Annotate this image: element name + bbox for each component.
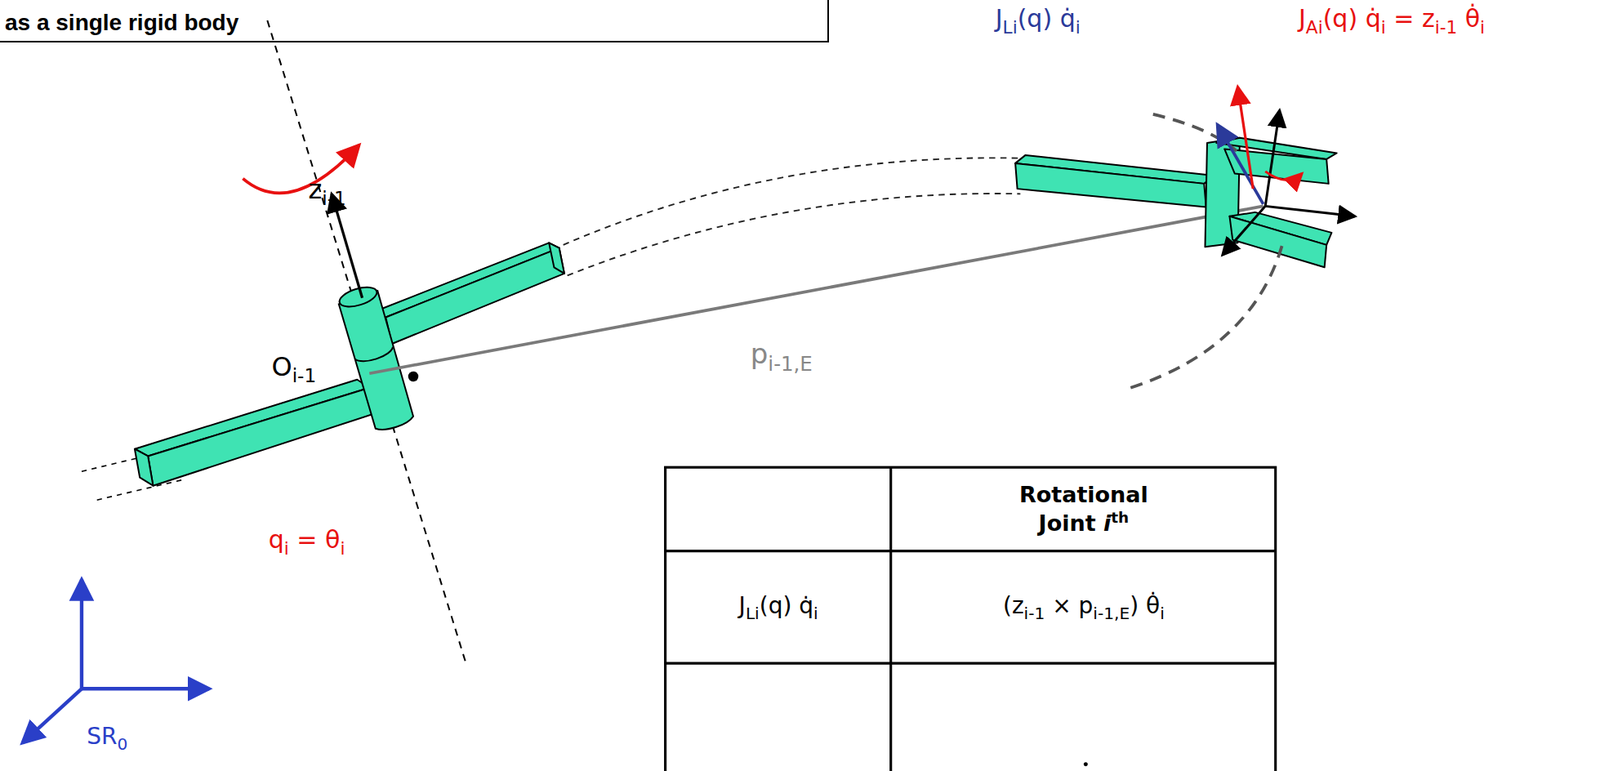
label-part: × p [1044, 592, 1093, 620]
header-text: as a single rigid body [4, 9, 239, 36]
label-part: i [1381, 17, 1387, 38]
end-effector [1015, 138, 1338, 268]
lower-link [134, 379, 376, 486]
linear-velocity-label: JLi(q) q̇i [995, 4, 1081, 38]
label-part: θ̇ [1457, 4, 1480, 33]
joint-cylinder [337, 283, 414, 430]
label-part: O [271, 351, 293, 383]
label-part: i-1,E [1092, 603, 1130, 624]
table-cell: (zi-1 × pi-1,E) θ̇i [891, 551, 1276, 665]
header-box: as a single rigid body [0, 0, 829, 43]
label-line: JLi(q) q̇i [995, 4, 1081, 38]
label-part: i [1159, 603, 1165, 624]
label-line: Oi-1 [271, 351, 317, 388]
label-part: i [1103, 510, 1111, 536]
label-part: th [1110, 508, 1129, 526]
label-part: = z [1386, 4, 1436, 33]
vector-label: pi-1,E [750, 337, 813, 376]
angular-velocity-label: JAi(q) q̇i = zi-1 θ̇i [1298, 4, 1485, 38]
label-line: zi-1 [308, 173, 347, 211]
axis-label: zi-1 [308, 173, 347, 211]
label-part: Li [745, 603, 760, 624]
label-line: JAi(q) q̇i = zi-1 θ̇i [1298, 4, 1485, 38]
label-part: Ai [1305, 17, 1324, 38]
label-part: i-1 [292, 365, 317, 387]
label-part: = θ [289, 525, 341, 554]
label-part: i-1 [1024, 603, 1046, 624]
label-part: 0 [116, 734, 128, 754]
label-part: Rotational [1019, 481, 1149, 509]
label-line: pi-1,E [750, 337, 813, 376]
label-part: i [284, 537, 290, 558]
label-part: z [308, 173, 323, 206]
label-part: Li [1002, 17, 1018, 38]
origin-label: Oi-1 [271, 351, 317, 388]
label-part: (q) q̇ [759, 592, 814, 620]
label-part: J [739, 592, 746, 620]
joint-variable-label: qi = θi [268, 525, 346, 559]
jacobian-table [665, 467, 1276, 771]
label-part: ) θ̇ [1129, 592, 1160, 620]
label-part: i [813, 603, 819, 624]
label-part: Joint [1038, 510, 1104, 536]
label-part: J [995, 4, 1003, 33]
label-line: SR0 [86, 722, 128, 754]
label-part: (z [1002, 592, 1025, 620]
label-line: Joint ith [1038, 508, 1130, 538]
label-part: (q) q̇ [1017, 4, 1076, 33]
label-part: i-1 [1435, 17, 1458, 38]
label-part: i [339, 537, 345, 558]
table-cell: JLi(q) q̇i [665, 551, 892, 665]
label-part: i [1075, 17, 1081, 38]
frame-label: SR0 [86, 722, 128, 754]
position-vector [369, 205, 1263, 374]
base-frame [22, 579, 210, 744]
joint-axis [267, 20, 465, 662]
table-header: RotationalJoint ith [891, 467, 1276, 553]
label-line: (zi-1 × pi-1,E) θ̇i [1002, 591, 1165, 624]
label-line: JLi(q) q̇i [739, 591, 819, 624]
label-part: i-1,E [767, 351, 812, 375]
label-part: i [1479, 17, 1485, 38]
label-part: SR [86, 722, 117, 750]
label-part: p [750, 337, 769, 370]
label-part: (q) q̇ [1323, 4, 1382, 33]
upper-link [375, 242, 565, 344]
label-part: q [268, 525, 285, 554]
label-line: qi = θi [268, 525, 346, 559]
label-part: J [1298, 4, 1306, 33]
label-part: i-1 [321, 187, 346, 210]
